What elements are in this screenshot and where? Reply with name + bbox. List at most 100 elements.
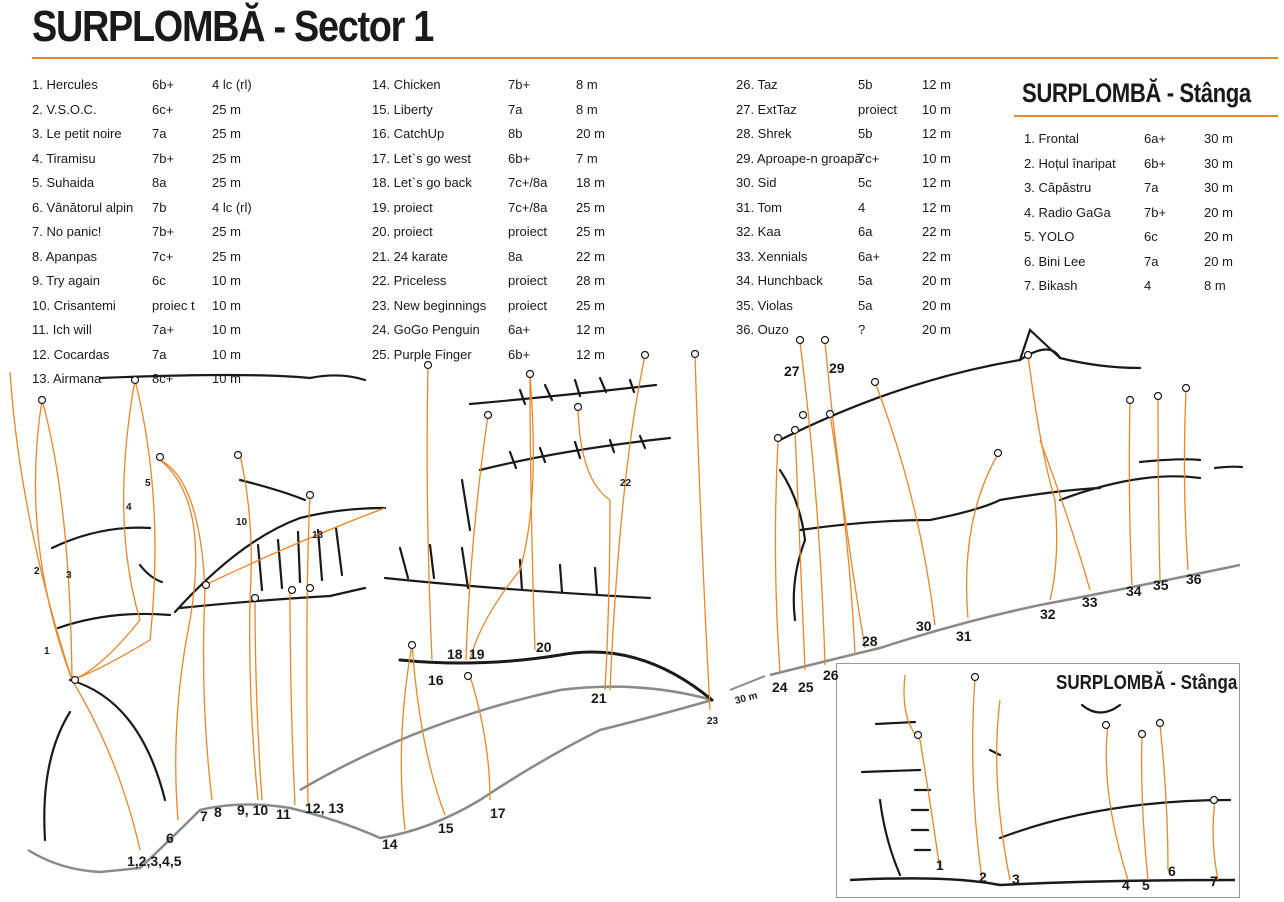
route-name: 11. Ich will (32, 322, 92, 337)
route-name: 7. Bikash (1024, 278, 1078, 293)
route-length: 7 m (576, 150, 598, 166)
topo-label: 5 (145, 478, 151, 489)
route-grade: 6a (858, 224, 873, 239)
route-grade: 7b+ (152, 150, 175, 166)
route-length: 30 m (1204, 131, 1233, 146)
route-name: 25. Purple Finger (372, 346, 472, 362)
route-grade: 7b+ (508, 77, 531, 92)
route-name: 16. CatchUp (372, 126, 445, 141)
route-length: 25 m (212, 150, 241, 166)
stanga-topo (849, 672, 1236, 887)
route-name: 21. 24 karate (372, 248, 448, 264)
route-name: 30. Sid (736, 175, 777, 190)
route-name: 35. Violas (736, 297, 793, 313)
route-length: 12 m (922, 126, 951, 141)
topo-label: 2 (34, 566, 40, 577)
route-grade: 6a+ (858, 248, 881, 264)
topo-label: 18 (447, 646, 463, 662)
route-name: 13. Airmana (32, 371, 102, 386)
route-length: 20 m (576, 126, 605, 141)
topo-label: 14 (382, 836, 398, 852)
route-length: 20 m (1204, 204, 1233, 220)
route-length: 4 lc (rl) (212, 199, 252, 215)
route-length: 20 m (922, 322, 951, 337)
topo-label: 26 (823, 667, 839, 683)
route-lines-left (9, 371, 386, 851)
topo-label: 7 (200, 808, 208, 824)
route-grade: 5a (858, 297, 873, 313)
topo-label: 12, 13 (305, 800, 344, 816)
topo-label: 27 (784, 363, 800, 379)
route-grade: 6b+ (152, 77, 175, 92)
route-length: 30 m (1204, 180, 1233, 195)
route-grade: 5c (858, 175, 872, 190)
route-name: 10. Crisantemi (32, 297, 116, 313)
route-grade: 7c+/8a (508, 175, 548, 190)
topo-label: 2 (979, 869, 987, 885)
route-length: 18 m (576, 175, 605, 190)
topo-label: 11 (276, 806, 291, 822)
route-length: 25 m (212, 224, 241, 239)
route-length: 20 m (1204, 253, 1233, 269)
route-grade: 4 (1144, 278, 1152, 293)
route-length: 12 m (922, 199, 951, 215)
topo-label: 15 (438, 820, 454, 836)
route-grade: 7a (1144, 253, 1159, 269)
route-grade: 7b (152, 199, 167, 215)
route-name: 6. Vânătorul alpin (32, 199, 134, 215)
route-grade: 6b+ (508, 346, 531, 362)
topo-label: 1 (44, 646, 50, 657)
topo-label: 35 (1153, 577, 1169, 593)
route-grade: 6c (152, 273, 166, 288)
route-lines-right (774, 341, 1189, 673)
route-name: 7. No panic! (32, 224, 102, 239)
route-grade: 6b+ (1144, 155, 1167, 171)
distance-label: 30 m (734, 690, 759, 707)
route-grade: 7b+ (152, 224, 175, 239)
route-grade: 8b (508, 126, 523, 141)
route-name: 27. ExtTaz (736, 101, 797, 117)
topo-label: 25 (798, 679, 814, 695)
stanga-heading: SURPLOMBĂ - Stânga (1022, 78, 1251, 108)
topo-label: 9, 10 (237, 802, 268, 818)
route-grade: proiect (508, 297, 548, 313)
route-grade: 7b+ (1144, 204, 1167, 220)
route-grade: 8a (152, 175, 167, 190)
title-underline (32, 57, 1278, 59)
topo-label: 4 (126, 502, 132, 513)
distance-marker: 30 m (729, 675, 766, 707)
route-name: 5. YOLO (1024, 229, 1075, 244)
topo-label: 22 (620, 478, 632, 489)
route-name: 4. Radio GaGa (1024, 204, 1111, 220)
route-name: 33. Xennials (736, 248, 808, 264)
route-length: 30 m (1204, 155, 1233, 171)
topo-label: 10 (236, 517, 248, 528)
route-name: 15. Liberty (372, 101, 433, 117)
route-length: 22 m (922, 248, 951, 264)
route-length: 20 m (1204, 229, 1233, 244)
topo-label: 16 (428, 672, 444, 688)
rock-features-middle (383, 376, 672, 600)
stanga-topo-title: SURPLOMBĂ - Stânga (1056, 672, 1238, 694)
route-length: 28 m (576, 273, 605, 288)
route-length: 4 lc (rl) (212, 77, 252, 92)
route-name: 1. Hercules (32, 77, 98, 92)
route-name: 36. Ouzo (736, 322, 789, 337)
route-grade: proiec t (152, 297, 195, 313)
topo-label: 6 (1168, 863, 1176, 879)
route-name: 22. Priceless (372, 273, 447, 288)
topo-label: 36 (1186, 571, 1202, 587)
route-grade: 6b+ (508, 150, 531, 166)
route-name: 8. Apanpas (32, 248, 98, 264)
route-grade: proiect (508, 273, 548, 288)
route-length: 10 m (212, 322, 241, 337)
route-length: 10 m (212, 273, 241, 288)
stanga-heading-underline (1014, 115, 1278, 117)
route-name: 14. Chicken (372, 77, 441, 92)
route-name: 31. Tom (736, 199, 783, 215)
topo-label: 1 (936, 857, 944, 873)
route-lines-middle (400, 354, 711, 831)
topo-label: 3 (66, 570, 72, 581)
route-length: 8 m (1204, 278, 1226, 293)
page-title: SURPLOMBĂ - Sector 1 (32, 2, 434, 51)
